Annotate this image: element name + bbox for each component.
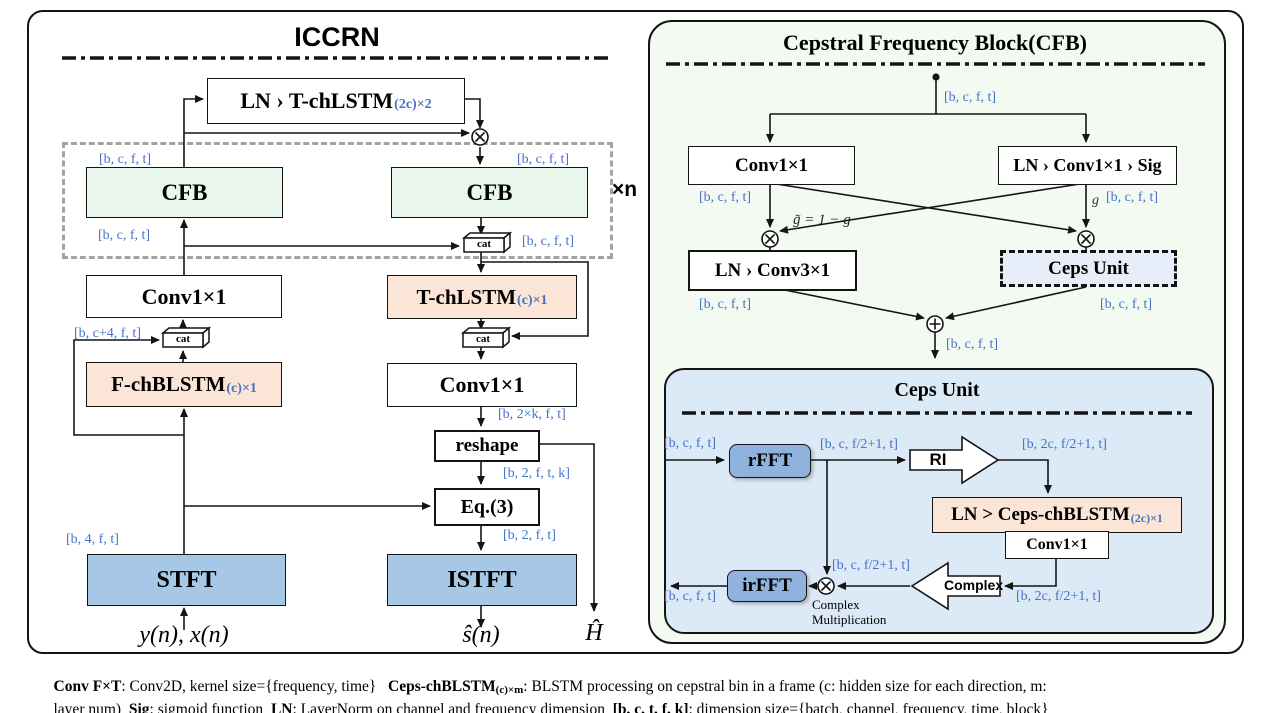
dim-label: [b, c, f, t] (664, 589, 717, 604)
caption-term: [b, c, t, f, k] (612, 701, 689, 713)
node-label: reshape (455, 435, 519, 456)
dim-label: [b, c, f, t] (946, 337, 999, 352)
dim-label: [b, 2×k, f, t] (498, 407, 566, 422)
node-ln-ceps-chblstm: LN > Ceps-chBLSTM(2c)×1 (932, 497, 1182, 533)
node-label: CFB (161, 179, 208, 205)
caption-text: : LayerNorm on channel and frequency dim… (292, 701, 613, 713)
complex-multiplication-note-line1: Complex (812, 597, 860, 612)
node-label: Eq.(3) (460, 495, 514, 518)
dim-label: [b, c, f, t] (944, 90, 997, 105)
node-label: CFB (466, 179, 513, 205)
dim-label: [b, 2c, f/2+1, t] (1016, 589, 1101, 604)
node-label: T-chLSTM (416, 284, 517, 309)
input-signal-label: y(n), x(n) (139, 622, 229, 648)
complex-label: Complex (944, 577, 1004, 593)
node-label: LN › Conv1×1 › Sig (1013, 155, 1162, 175)
dim-label: [b, c, f, t] (522, 234, 575, 249)
caption-term-sub: (c)×m (495, 684, 524, 696)
caption-text: : BLSTM processing on cepstral bin in a … (523, 678, 1047, 695)
caption-term: LN (270, 701, 293, 713)
node-label: F-chBLSTM (111, 372, 226, 396)
gate-g-label: g (1092, 193, 1099, 208)
dim-label: [b, c, f, t] (517, 152, 570, 167)
dim-label: [b, 2, f, t, k] (503, 466, 570, 481)
caption-line-1: Conv F×T: Conv2D, kernel size={frequency… (38, 660, 1047, 713)
node-label: Ceps Unit (1048, 257, 1129, 279)
dim-label: [b, 2c, f/2+1, t] (1022, 437, 1107, 452)
node-label-sub: (c)×1 (517, 293, 548, 308)
dim-label: [b, c, f/2+1, t] (820, 437, 898, 452)
concat-label: cat (476, 238, 492, 250)
node-irfft: irFFT (727, 570, 807, 602)
node-cfb-ln-conv-sig: LN › Conv1×1 › Sig (998, 146, 1177, 185)
node-reshape: reshape (434, 430, 540, 462)
caption-term: Ceps-chBLSTM (388, 678, 496, 695)
ri-label: RI (929, 450, 947, 469)
output-signal-label: ŝ(n) (462, 622, 500, 648)
node-conv1x1-encoder: Conv1×1 (86, 275, 282, 318)
node-label: Conv1×1 (734, 154, 809, 176)
caption-text: : Conv2D, kernel size={frequency, time} (121, 678, 388, 695)
ceps-panel-title: Ceps Unit (894, 379, 980, 401)
dim-label: [b, 4, f, t] (66, 532, 119, 547)
node-label-sub: (c)×1 (226, 380, 257, 396)
complex-multiplication-note-line2: Multiplication (812, 612, 887, 627)
node-label-sub: (2c)×1 (1130, 510, 1163, 525)
concat-label: cat (175, 333, 191, 345)
caption-text: layer num) (53, 701, 129, 713)
node-conv1x1-decoder: Conv1×1 (387, 363, 577, 407)
node-fchblstm: F-chBLSTM(c)×1 (86, 362, 282, 407)
dim-label: [b, c, f/2+1, t] (832, 558, 910, 573)
node-label: STFT (156, 566, 217, 593)
node-label: LN › T-chLSTM (240, 88, 394, 113)
dim-label: [b, c, f, t] (699, 190, 752, 205)
dim-label: [b, c, f, t] (699, 297, 752, 312)
node-cfb-right: CFB (391, 167, 588, 218)
node-label: Conv1×1 (141, 283, 227, 309)
node-label: irFFT (742, 575, 792, 596)
dim-label: [b, c+4, f, t] (74, 326, 141, 341)
gate-equation-label: g̃ = 1 − g (793, 212, 851, 228)
node-label: ISTFT (447, 566, 517, 593)
dim-label: [b, c, f, t] (1106, 190, 1159, 205)
repeat-block-dashed-box (62, 142, 613, 259)
node-cfb-conv1x1: Conv1×1 (688, 146, 855, 185)
node-label: LN › Conv3×1 (714, 259, 831, 281)
left-panel-title: ICCRN (294, 22, 380, 52)
node-cfb-left: CFB (86, 167, 283, 218)
repeat-count-label: ×n (612, 178, 638, 201)
node-eq3: Eq.(3) (434, 488, 540, 526)
caption-line-2: layer num) Sig: sigmoid function LN: Lay… (38, 683, 1049, 713)
caption-text: : sigmoid function (149, 701, 271, 713)
output-h-label: Ĥ (585, 620, 603, 646)
dim-label: [b, c, f, t] (98, 228, 151, 243)
caption-term: Conv F×T (53, 678, 122, 695)
dim-label: [b, c, f, t] (664, 436, 717, 451)
node-label: Conv1×1 (1026, 536, 1088, 553)
node-ln-tchlstm: LN › T-chLSTM(2c)×2 (207, 78, 465, 124)
node-rfft: rFFT (729, 444, 811, 478)
caption-text: : dimension size={batch, channel, freque… (688, 701, 1049, 713)
concat-label: cat (475, 333, 491, 345)
node-label: Conv1×1 (439, 372, 525, 397)
node-label: LN > Ceps-chBLSTM (951, 504, 1130, 525)
caption-term: Sig (128, 701, 150, 713)
node-stft: STFT (87, 554, 286, 606)
node-cfb-ln-conv3x1: LN › Conv3×1 (688, 250, 857, 291)
node-tchlstm: T-chLSTM(c)×1 (387, 275, 577, 319)
dim-label: [b, c, f, t] (99, 152, 152, 167)
figure-border (27, 10, 1244, 654)
dim-label: [b, 2, f, t] (503, 528, 556, 543)
node-istft: ISTFT (387, 554, 577, 606)
dim-label: [b, c, f, t] (1100, 297, 1153, 312)
node-label-sub: (2c)×2 (394, 97, 432, 112)
node-label: rFFT (747, 450, 793, 471)
node-ceps-unit-ref: Ceps Unit (1000, 250, 1177, 287)
cfb-panel-title: Cepstral Frequency Block(CFB) (783, 30, 1087, 55)
node-ceps-conv1x1: Conv1×1 (1005, 531, 1109, 559)
